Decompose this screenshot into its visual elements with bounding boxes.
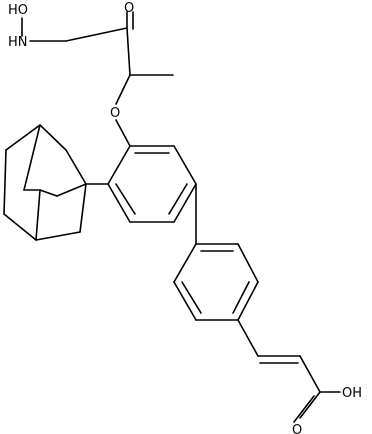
hydroxamate-side-chain [21, 11, 174, 147]
ether-oxygen-label: O [110, 106, 120, 121]
adamantyl-group [3, 124, 109, 241]
acrylic-acid-chain [237, 319, 341, 423]
hydroxyl-label: HO [8, 3, 28, 18]
amide-nh-label: HN [8, 35, 28, 50]
acid-hydroxyl-label: OH [342, 386, 362, 401]
carbonyl-oxygen-label: O [124, 1, 134, 16]
upper-benzene-ring [107, 145, 197, 223]
lower-benzene-ring [173, 243, 259, 321]
acid-carbonyl-oxygen-label: O [292, 423, 302, 434]
